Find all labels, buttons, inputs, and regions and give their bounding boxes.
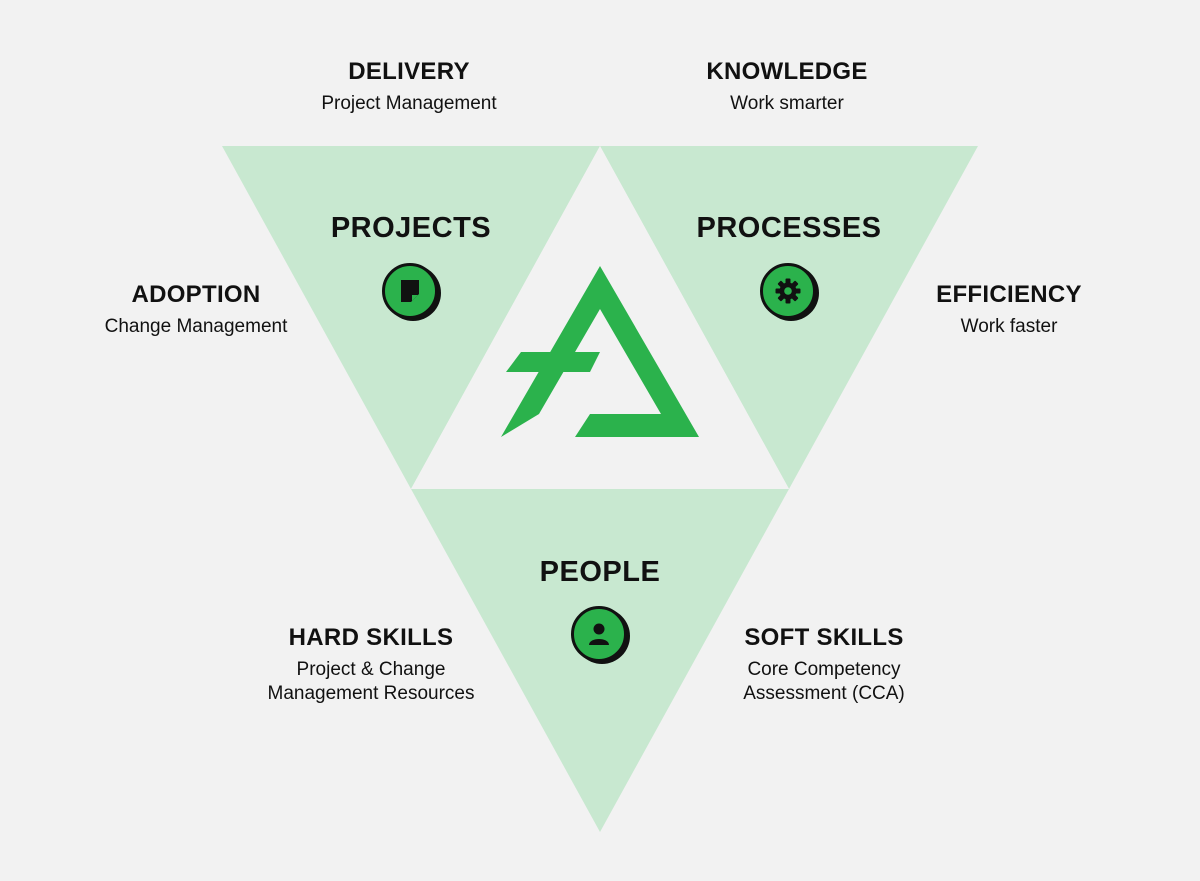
soft-skills-subtext-line2: Assessment (CCA) <box>743 683 905 704</box>
projects-title: PROJECTS <box>330 212 492 244</box>
knowledge-label: KNOWLEDGE Work smarter <box>647 58 927 116</box>
hard-skills-heading: HARD SKILLS <box>288 624 454 651</box>
adoption-label: ADOPTION Change Management <box>56 281 336 339</box>
delivery-label: DELIVERY Project Management <box>269 58 549 116</box>
people-title: PEOPLE <box>539 556 661 588</box>
adoption-heading: ADOPTION <box>131 281 261 308</box>
hard-skills-subtext: Project & Change Management Resources <box>231 658 511 706</box>
delivery-heading: DELIVERY <box>348 58 470 85</box>
soft-skills-subtext-line1: Core Competency <box>747 659 901 680</box>
hard-skills-label: HARD SKILLS Project & Change Management … <box>231 624 511 706</box>
soft-skills-label: SOFT SKILLS Core Competency Assessment (… <box>684 624 964 706</box>
soft-skills-heading: SOFT SKILLS <box>744 624 904 651</box>
center-triangle <box>411 146 789 489</box>
hard-skills-subtext-line2: Management Resources <box>267 683 475 704</box>
soft-skills-subtext: Core Competency Assessment (CCA) <box>684 658 964 706</box>
efficiency-subtext: Work faster <box>960 316 1058 337</box>
document-icon <box>382 263 438 319</box>
knowledge-subtext: Work smarter <box>730 93 844 114</box>
efficiency-label: EFFICIENCY Work faster <box>869 281 1149 339</box>
processes-title: PROCESSES <box>696 212 882 244</box>
hard-skills-subtext-line1: Project & Change <box>296 659 446 680</box>
knowledge-heading: KNOWLEDGE <box>706 58 868 85</box>
efficiency-heading: EFFICIENCY <box>936 281 1082 308</box>
delivery-subtext: Project Management <box>321 93 497 114</box>
adoption-subtext: Change Management <box>104 316 288 337</box>
brand-logo-icon <box>501 266 699 437</box>
gear-icon <box>760 263 816 319</box>
person-icon <box>571 606 627 662</box>
